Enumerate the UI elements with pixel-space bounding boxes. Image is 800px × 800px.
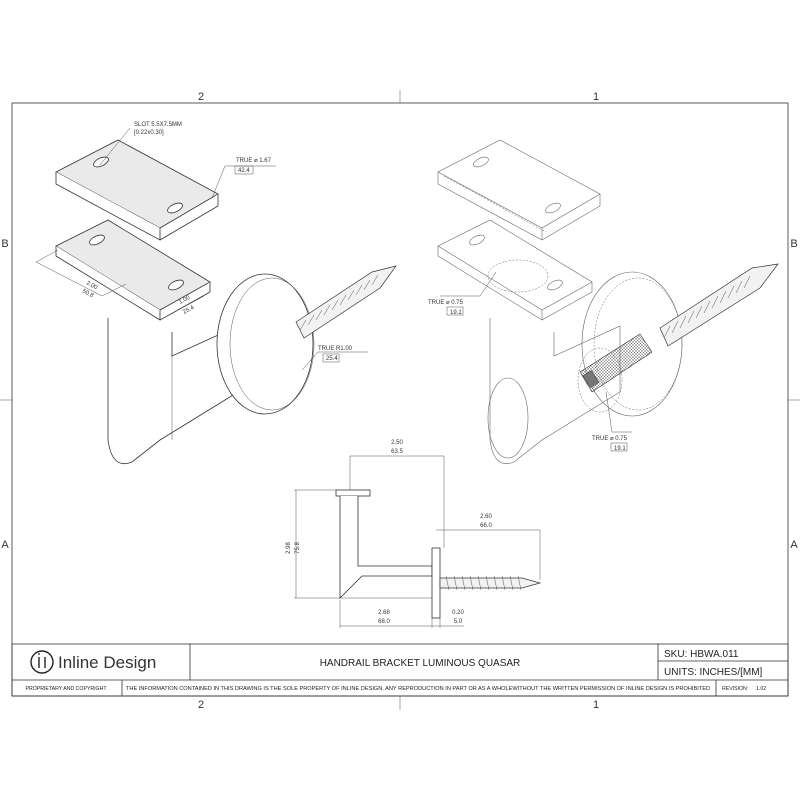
svg-text:1.00: 1.00	[178, 295, 192, 306]
zone-label-right-a: A	[790, 539, 798, 551]
svg-text:2.60: 2.60	[480, 514, 492, 520]
true-dia-075-callout-b: TRUE ⌀ 0.75 19.1	[592, 391, 632, 452]
svg-text:Inline Design: Inline Design	[58, 653, 156, 672]
zone-label-top-right: 1	[593, 91, 599, 103]
dim-2-98: 2.98 75.8	[286, 489, 340, 599]
zone-label-top-left: 2	[198, 91, 204, 103]
lag-screw	[295, 265, 397, 339]
svg-text:19.1: 19.1	[614, 446, 626, 452]
svg-text:25.4: 25.4	[182, 305, 196, 316]
svg-text:68.0: 68.0	[378, 619, 390, 625]
svg-text:2.50: 2.50	[391, 440, 403, 446]
svg-text:TRUE ⌀ 1.67: TRUE ⌀ 1.67	[236, 158, 272, 164]
svg-text:TRUE R1.00: TRUE R1.00	[318, 346, 353, 352]
svg-text:66.0: 66.0	[480, 523, 492, 529]
proprietary-notice: THE INFORMATION CONTAINED IN THIS DRAWIN…	[126, 686, 710, 692]
svg-text:TRUE ⌀ 0.75: TRUE ⌀ 0.75	[428, 300, 464, 306]
svg-text:42.4: 42.4	[238, 168, 250, 174]
dim-2-50: 2.50 63.5	[349, 440, 445, 548]
zone-label-left-b: B	[1, 238, 8, 250]
units-label: UNITS: INCHES/[MM]	[664, 667, 763, 678]
side-saddle	[335, 489, 371, 497]
proprietary-label: PROPRIETARY AND COPYRIGHT	[26, 686, 108, 692]
side-arm	[339, 496, 433, 599]
svg-text:2.98: 2.98	[286, 542, 292, 554]
saddle-plate-upper-ghost	[437, 139, 601, 241]
wall-rosette-ghost	[581, 271, 683, 417]
revision-label: REVISION:	[722, 686, 748, 692]
svg-text:[0.22x0.30]: [0.22x0.30]	[134, 130, 164, 136]
dim-1-00: 1.00 25.4	[159, 295, 205, 321]
side-rosette	[431, 547, 441, 619]
zone-label-bottom-right: 1	[593, 699, 599, 711]
svg-text:2.00: 2.00	[85, 280, 99, 291]
svg-text:19.1: 19.1	[450, 310, 462, 316]
isometric-view-solid: SLOT 5.5X7.5MM [0.22x0.30] TRUE ⌀ 1.67 4…	[35, 122, 397, 465]
true-dia-167-callout: TRUE ⌀ 1.67 42.4	[211, 158, 276, 199]
drawing-title: HANDRAIL BRACKET LUMINOUS QUASAR	[320, 658, 521, 669]
side-screw	[439, 575, 542, 591]
wall-rosette	[216, 273, 315, 415]
svg-text:SLOT 5.5X7.5MM: SLOT 5.5X7.5MM	[134, 122, 182, 128]
svg-text:TRUE ⌀ 0.75: TRUE ⌀ 0.75	[592, 436, 628, 442]
side-view: 2.50 63.5 2.60 66.0 2.98 75.8 2.68 68.0	[286, 440, 542, 628]
revision-value: 1.02	[756, 686, 766, 692]
svg-text:63.5: 63.5	[391, 449, 403, 455]
threaded-insert	[579, 333, 653, 393]
zone-label-left-a: A	[1, 539, 9, 551]
saddle-plate-upper	[55, 139, 219, 241]
svg-text:25.4: 25.4	[326, 356, 338, 362]
isometric-view-transparent: TRUE ⌀ 0.75 19.1 TRUE ⌀ 0.75 19.1	[428, 139, 779, 464]
dim-2-00: 2.00 50.8	[35, 249, 127, 300]
true-dia-075-callout-a: TRUE ⌀ 0.75 19.1	[428, 271, 497, 316]
svg-text:50.8: 50.8	[81, 288, 95, 299]
title-block: Inline Design HANDRAIL BRACKET LUMINOUS …	[11, 643, 789, 697]
sku-label: SKU: HBWA.011	[664, 649, 739, 660]
inline-design-logo: Inline Design	[30, 650, 156, 674]
slot-callout: SLOT 5.5X7.5MM [0.22x0.30]	[99, 122, 182, 166]
true-r100-callout: TRUE R1.00 25.4	[301, 346, 368, 371]
zone-label-right-b: B	[790, 238, 797, 250]
lag-screw-ghost	[659, 263, 779, 347]
svg-text:2.68: 2.68	[378, 610, 390, 616]
mount-plate-ghost	[437, 219, 593, 321]
svg-text:5.0: 5.0	[454, 619, 463, 625]
dim-2-68: 2.68 68.0	[339, 600, 433, 628]
mount-plate	[55, 219, 211, 321]
svg-text:75.8: 75.8	[295, 542, 301, 554]
zone-label-bottom-left: 2	[198, 699, 204, 711]
dim-2-60: 2.60 66.0	[436, 514, 541, 580]
svg-text:0.20: 0.20	[452, 610, 464, 616]
dim-0-20: 0.20 5.0	[432, 610, 464, 628]
